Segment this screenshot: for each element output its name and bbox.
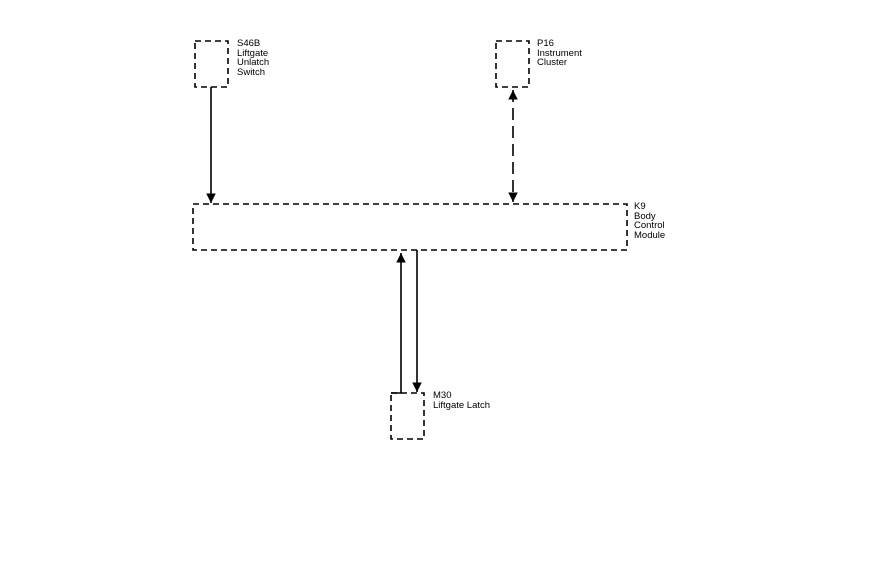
k9-label-line-1: K9 <box>634 201 646 212</box>
s46b-label-line-3: Unlatch <box>237 57 270 68</box>
m30-box <box>390 392 425 440</box>
p16-label-line-2: Instrument <box>537 47 582 59</box>
s46b-label: S46B Liftgate Unlatch Switch <box>237 39 269 77</box>
k9-label-line-2: Body <box>634 210 656 222</box>
k9-label-line-4: Module <box>634 229 666 241</box>
k9-label: K9 Body Control Module <box>634 202 665 240</box>
m30-label-line-2: Liftgate Latch <box>433 399 491 411</box>
k9-label-line-3: Control <box>634 220 665 231</box>
p16-label: P16 Instrument Cluster <box>537 39 582 68</box>
m30-to-k9-wire <box>391 253 406 394</box>
s46b-label-line-2: Liftgate <box>237 47 269 59</box>
p16-label-line-1: P16 <box>537 38 554 49</box>
k9-box <box>192 203 628 251</box>
s46b-label-line-1: S46B <box>237 38 261 49</box>
s46b-box <box>194 40 229 88</box>
m30-label: M30 Liftgate Latch <box>433 391 490 410</box>
p16-label-line-3: Cluster <box>537 57 568 68</box>
s46b-label-line-4: Switch <box>237 66 265 78</box>
p16-box <box>495 40 530 88</box>
m30-label-line-1: M30 <box>433 390 452 401</box>
